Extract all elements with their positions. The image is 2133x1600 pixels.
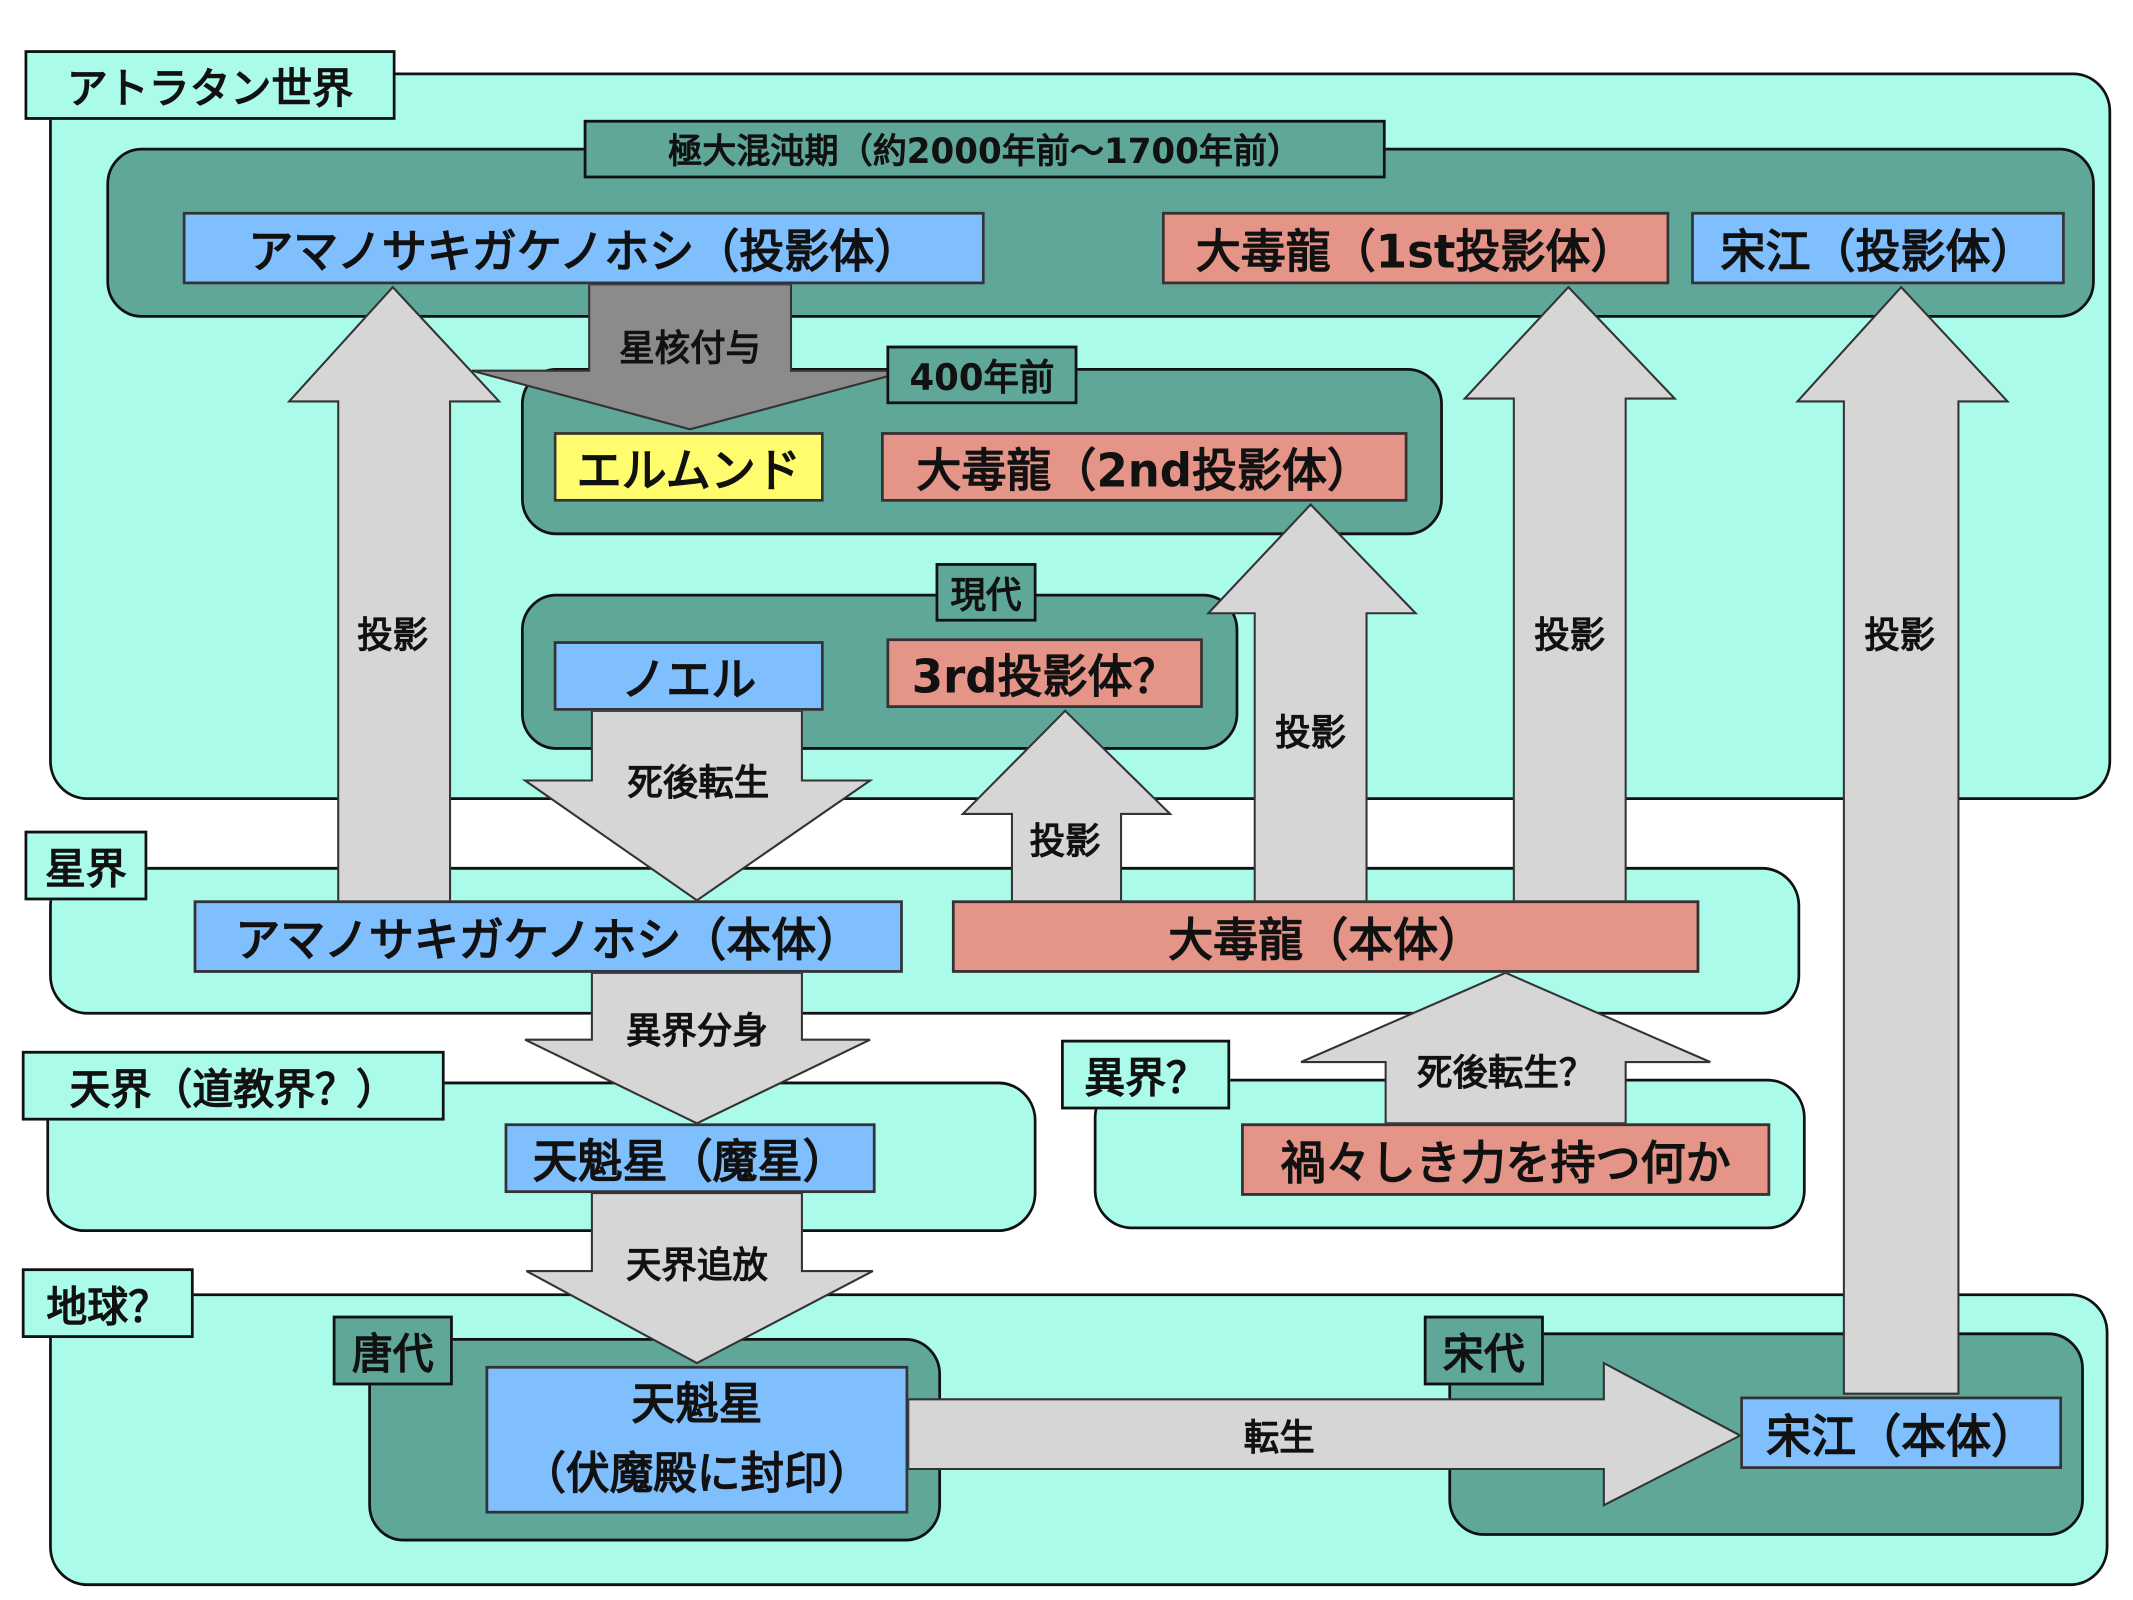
box-dragon-2nd: 大毒龍（2nd投影体） <box>881 432 1408 502</box>
arrow-projection-songjiang <box>1795 285 2010 1395</box>
label-death-rebirth: 死後転生 <box>627 763 770 805</box>
arrow-exile <box>525 1191 874 1365</box>
era-label-chaos: 極大混沌期（約2000年前〜1700年前） <box>583 119 1386 179</box>
arrow-split <box>524 971 871 1125</box>
box-amano-main: アマノサキガケノホシ（本体） <box>193 900 903 973</box>
box-elmund: エルムンド <box>553 432 824 502</box>
label-projection-3rd: 投影 <box>1029 821 1101 864</box>
region-label-heaven: 天界（道教界？） <box>21 1050 445 1121</box>
region-label-stellar: 星界 <box>24 830 148 901</box>
label-projection-amano: 投影 <box>357 615 429 658</box>
label-projection-songjiang: 投影 <box>1864 615 1936 658</box>
box-tenkai-star: 天魁星（魔星） <box>504 1123 876 1194</box>
label-star-core: 星核付与 <box>619 328 762 371</box>
arrow-projection-3rd <box>960 709 1173 905</box>
arrow-rebirth <box>907 1361 1743 1507</box>
label-exile: 天界追放 <box>625 1245 768 1288</box>
box-third-projection: 3rd投影体？ <box>886 638 1203 709</box>
box-songjiang-projection: 宋江（投影体） <box>1691 211 2065 285</box>
arrow-projection-amano <box>286 285 502 905</box>
era-label-song: 宋代 <box>1423 1315 1544 1386</box>
tenkai-sealed-line-2: （伏魔殿に封印） <box>522 1446 872 1500</box>
box-amano-projection: アマノサキガケノホシ（投影体） <box>182 211 985 285</box>
arrow-projection-1st <box>1462 285 1678 905</box>
label-projection-1st: 投影 <box>1534 615 1606 658</box>
arrow-death-rebirth <box>521 709 874 902</box>
box-dragon-1st: 大毒龍（1st投影体） <box>1161 211 1670 285</box>
arrow-death-rebirth-q <box>1300 971 1711 1125</box>
box-songjiang-main: 宋江（本体） <box>1740 1396 2063 1469</box>
box-noel: ノエル <box>553 641 824 711</box>
era-label-400: 400年前 <box>886 345 1078 405</box>
region-label-otherworld: 異界？ <box>1061 1039 1231 1110</box>
label-rebirth: 転生 <box>1243 1418 1315 1460</box>
label-split: 異界分身 <box>625 1011 768 1053</box>
region-label-atlantan: アトラタン世界 <box>24 50 396 120</box>
box-evil-power: 禍々しき力を持つ何か <box>1241 1123 1771 1196</box>
box-dragon-main: 大毒龍（本体） <box>951 900 1700 973</box>
era-label-tang: 唐代 <box>332 1315 453 1386</box>
era-label-present: 現代 <box>935 563 1037 622</box>
arrow-star-core <box>471 283 909 431</box>
box-tenkai-sealed: 天魁星 （伏魔殿に封印） <box>485 1365 909 1514</box>
region-label-earth: 地球？ <box>21 1268 194 1338</box>
label-death-rebirth-q: 死後転生？ <box>1416 1052 1595 1095</box>
tenkai-sealed-line-1: 天魁星 <box>631 1377 763 1431</box>
label-projection-2nd: 投影 <box>1275 712 1347 755</box>
